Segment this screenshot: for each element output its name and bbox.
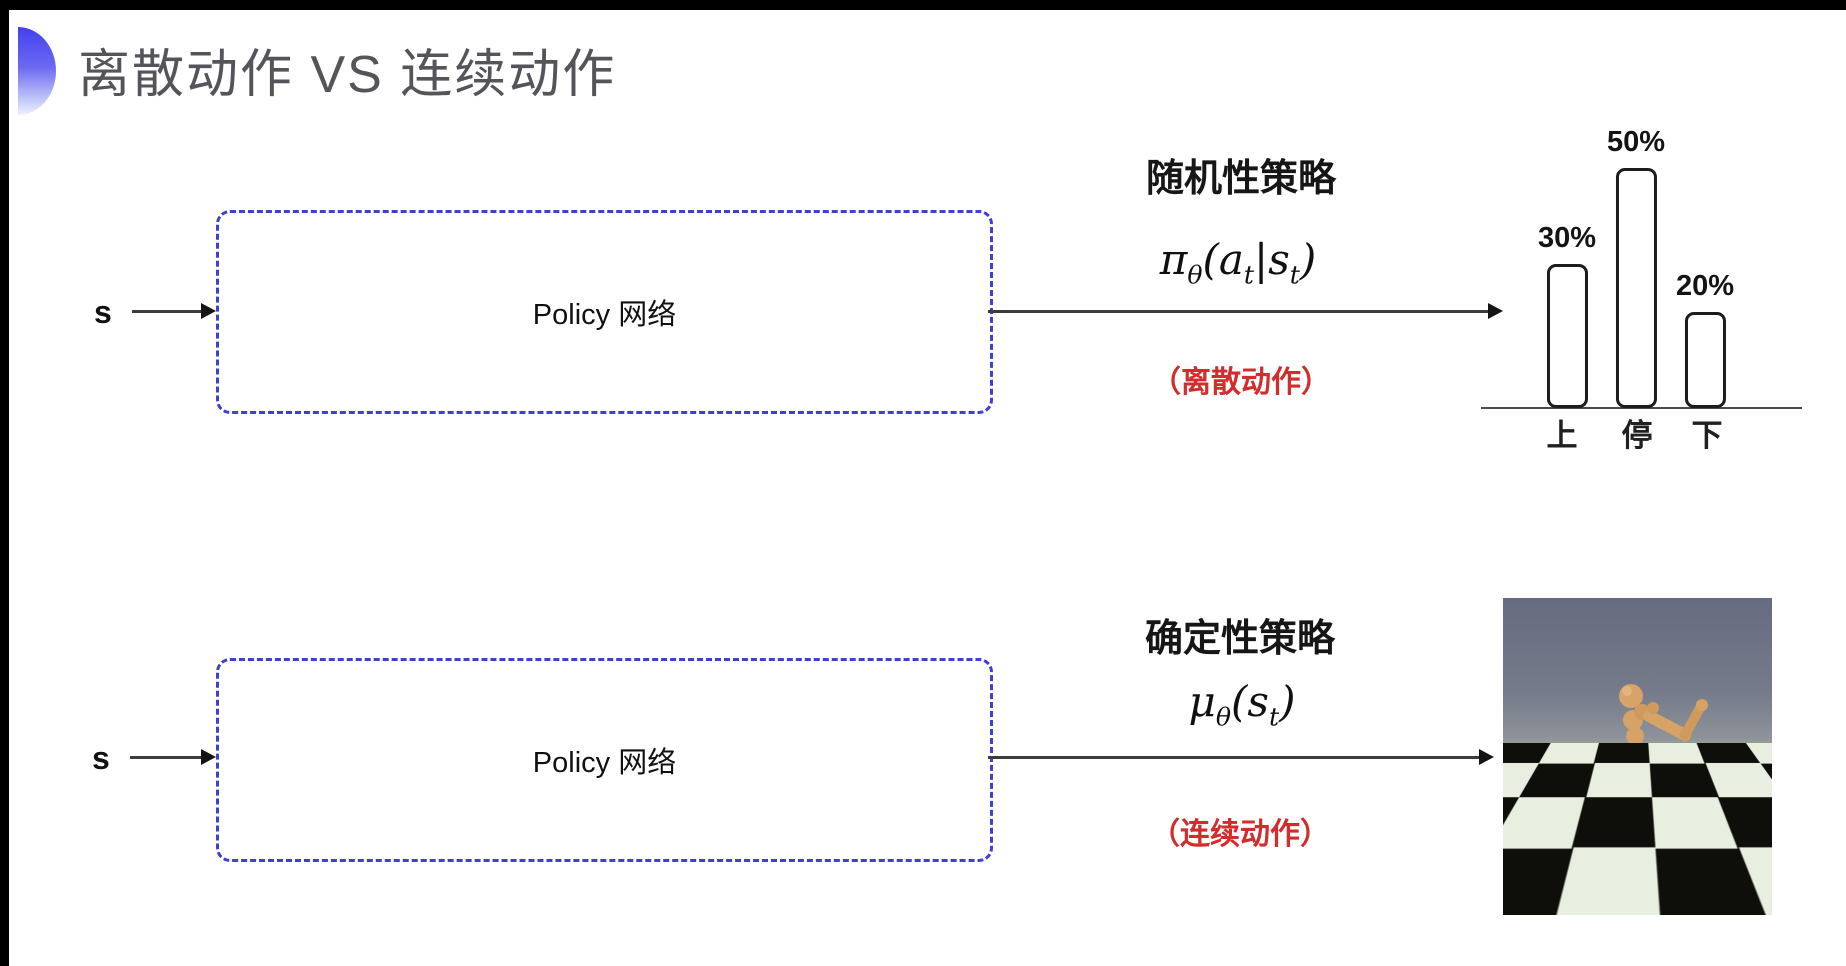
humanoid-robot-figure: [1503, 598, 1772, 915]
top-frame-bar: [0, 0, 1846, 10]
policy-network-label-row1: Policy 网络: [533, 291, 676, 333]
bar-category-down: 下: [1692, 420, 1723, 451]
humanoid-simulation-image: [1503, 598, 1772, 915]
policy-type-label-row2: 确定性策略: [1145, 618, 1335, 662]
input-arrow-line-row1: [132, 310, 201, 313]
policy-network-label-row2: Policy 网络: [533, 739, 676, 781]
input-arrowhead-row1: [201, 303, 216, 319]
left-frame-bar: [0, 0, 9, 966]
output-arrow-line-row1: [988, 310, 1489, 313]
input-arrow-line-row2: [130, 756, 201, 759]
bar-column-down: 20%: [1676, 272, 1734, 408]
bar-column-stop: 50%: [1607, 128, 1665, 408]
bar-stop: [1615, 168, 1656, 408]
bar-down: [1684, 312, 1725, 408]
state-input-label-row2: s: [92, 742, 110, 774]
output-arrowhead-row2: [1479, 749, 1494, 765]
page-title: 离散动作 VS 连续动作: [78, 32, 616, 107]
output-arrow-line-row2: [988, 756, 1480, 759]
policy-type-label-row1: 随机性策略: [1146, 158, 1336, 202]
bar-value-label-up: 30%: [1538, 224, 1596, 253]
policy-network-box-row2: Policy 网络: [216, 658, 993, 862]
action-type-label-row2: （连续动作）: [1150, 818, 1330, 853]
state-input-label-row1: s: [94, 296, 112, 328]
bar-column-up: 30%: [1538, 224, 1596, 408]
policy-network-box-row1: Policy 网络: [216, 210, 993, 414]
output-arrowhead-row1: [1488, 303, 1503, 319]
policy-formula-row2: μθ(st): [1189, 678, 1296, 732]
bar-up: [1546, 264, 1587, 408]
bar-value-label-stop: 50%: [1607, 128, 1665, 157]
bar-category-stop: 停: [1622, 420, 1653, 451]
bar-category-up: 上: [1547, 420, 1578, 451]
action-type-label-row1: （离散动作）: [1151, 366, 1331, 401]
policy-formula-row1: πθ(at|st): [1160, 236, 1317, 290]
bar-value-label-down: 20%: [1676, 272, 1734, 301]
input-arrowhead-row2: [201, 749, 216, 765]
title-bullet-crescent-icon: [18, 27, 56, 115]
